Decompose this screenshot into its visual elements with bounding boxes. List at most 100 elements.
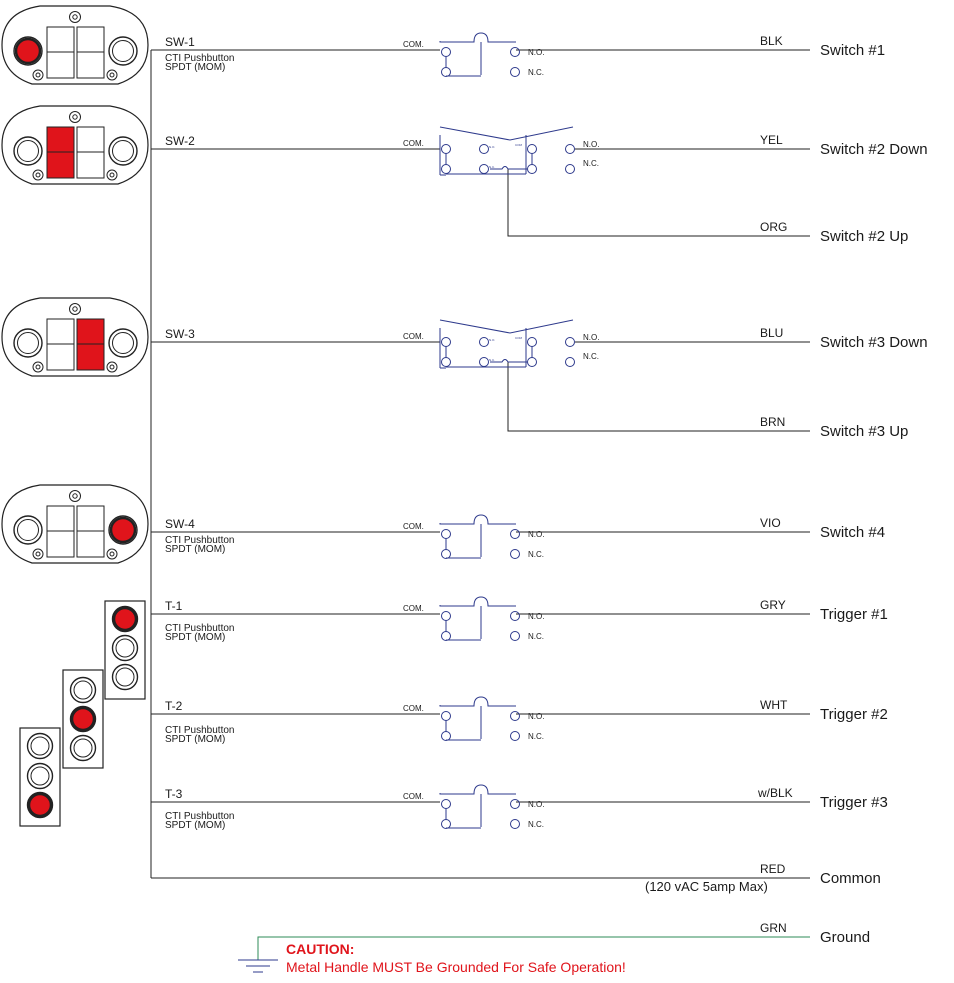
up-output-label: Switch #2 Up [820, 228, 908, 245]
ground-symbol-icon [238, 959, 278, 973]
circuit-t3: T-3 CTI Pushbutton SPDT (MOM) COM. N.O. … [151, 784, 888, 831]
ground-line: GRN Ground [238, 921, 870, 973]
com-label: COM. [403, 332, 424, 341]
mini-nc-label: N.C. [489, 358, 495, 362]
wire-color: GRY [760, 598, 786, 612]
circuit-sw1: SW-1 CTI Pushbutton SPDT (MOM) COM. N.O.… [151, 32, 885, 77]
no-label: N.O. [528, 800, 544, 809]
com-label: COM. [403, 604, 424, 613]
output-label: Trigger #3 [820, 794, 888, 811]
faceplate-sw1 [1, 5, 149, 85]
switch-id: SW-3 [165, 327, 195, 341]
common-output-label: Common [820, 870, 881, 887]
t2-button-highlight [70, 706, 96, 732]
common-bus [150, 50, 810, 879]
switch-desc: CTI Pushbutton [165, 725, 234, 736]
trigger-panel-t3 [19, 727, 61, 827]
nc-label: N.C. [528, 820, 544, 829]
wire-color: YEL [760, 133, 783, 147]
panel-illustrations [1, 5, 149, 827]
wire-color: VIO [760, 516, 781, 530]
switch-desc: CTI Pushbutton [165, 53, 234, 64]
no-label: N.O. [583, 333, 599, 342]
switch-type: SPDT (MOM) [165, 734, 225, 745]
output-label: Trigger #2 [820, 706, 888, 723]
switch-type: SPDT (MOM) [165, 632, 225, 643]
output-label: Switch #3 Down [820, 334, 928, 351]
switch-desc: CTI Pushbutton [165, 623, 234, 634]
sw4-button-highlight [109, 516, 137, 544]
nc-label: N.C. [528, 632, 544, 641]
switch-desc: CTI Pushbutton [165, 535, 234, 546]
output-label: Trigger #1 [820, 606, 888, 623]
ground-wire-color: GRN [760, 921, 787, 935]
wire-color: w/BLK [757, 786, 793, 800]
output-label: Switch #1 [820, 42, 885, 59]
mini-no-label: N.O. [489, 338, 495, 342]
com-label: COM. [403, 522, 424, 531]
nc-label: N.C. [583, 352, 599, 361]
mini-nc-label: N.C. [489, 165, 495, 169]
switch-type: SPDT (MOM) [165, 820, 225, 831]
common-wire-color: RED [760, 862, 786, 876]
switch-desc: CTI Pushbutton [165, 811, 234, 822]
switch-id: T-1 [165, 599, 183, 613]
switch-id: SW-1 [165, 35, 195, 49]
switch-id: T-2 [165, 699, 183, 713]
switch-type: SPDT (MOM) [165, 62, 225, 73]
nc-label: N.C. [528, 68, 544, 77]
trigger-panel-t1 [104, 600, 146, 700]
caution-note: CAUTION: Metal Handle MUST Be Grounded F… [286, 941, 626, 975]
t1-button-highlight [112, 606, 138, 632]
no-label: N.O. [528, 530, 544, 539]
rocker-symbol-sw3 [439, 319, 575, 369]
com-label: COM. [403, 40, 424, 49]
up-wire-color: ORG [760, 220, 787, 234]
mini-no-label: N.O. [489, 145, 495, 149]
common-rating: (120 vAC 5amp Max) [645, 879, 768, 894]
no-label: N.O. [583, 140, 599, 149]
switch-type: SPDT (MOM) [165, 544, 225, 555]
circuit-sw2: SW-2 COM. N.O. N.C. N.O. N.C. COM YEL Sw… [151, 126, 928, 245]
switch-id: T-3 [165, 787, 183, 801]
circuit-t1: T-1 CTI Pushbutton SPDT (MOM) COM. N.O. … [151, 596, 888, 643]
rocker-symbol-sw2 [439, 126, 575, 176]
nc-label: N.C. [583, 159, 599, 168]
com-label: COM. [403, 792, 424, 801]
no-label: N.O. [528, 48, 544, 57]
sw1-button-highlight [14, 37, 42, 65]
output-label: Switch #2 Down [820, 141, 928, 158]
no-label: N.O. [528, 612, 544, 621]
caution-text: Metal Handle MUST Be Grounded For Safe O… [286, 959, 626, 975]
no-label: N.O. [528, 712, 544, 721]
up-output-label: Switch #3 Up [820, 423, 908, 440]
output-label: Switch #4 [820, 524, 885, 541]
com-label: COM. [403, 704, 424, 713]
t3-button-highlight [27, 792, 53, 818]
pushbutton-symbol-sw4 [439, 514, 520, 559]
pushbutton-symbol-t2 [439, 696, 520, 741]
pushbutton-symbol-sw1 [439, 32, 520, 77]
circuit-sw4: SW-4 CTI Pushbutton SPDT (MOM) COM. N.O.… [151, 514, 885, 559]
up-wire-color: BRN [760, 415, 785, 429]
trigger-panel-t2 [62, 669, 104, 769]
com-label: COM. [403, 139, 424, 148]
common-line: RED Common (120 vAC 5amp Max) [645, 862, 881, 894]
wire-color: WHT [760, 698, 788, 712]
circuit-t2: T-2 CTI Pushbutton SPDT (MOM) COM. N.O. … [151, 696, 888, 745]
ground-output-label: Ground [820, 929, 870, 946]
wire-color: BLU [760, 326, 783, 340]
pushbutton-symbol-t3 [439, 784, 520, 829]
caution-title: CAUTION: [286, 941, 354, 957]
pushbutton-symbol-t1 [439, 596, 520, 641]
switch-id: SW-2 [165, 134, 195, 148]
mini-com-label: COM [515, 336, 523, 340]
nc-label: N.C. [528, 550, 544, 559]
circuit-sw3: SW-3 COM. N.O. N.C. N.O. N.C. COM BLU Sw… [151, 319, 928, 440]
faceplate-sw3 [1, 297, 149, 377]
mini-com-label: COM [515, 143, 523, 147]
nc-label: N.C. [528, 732, 544, 741]
faceplate-sw2 [1, 105, 149, 185]
faceplate-sw4 [1, 484, 149, 564]
